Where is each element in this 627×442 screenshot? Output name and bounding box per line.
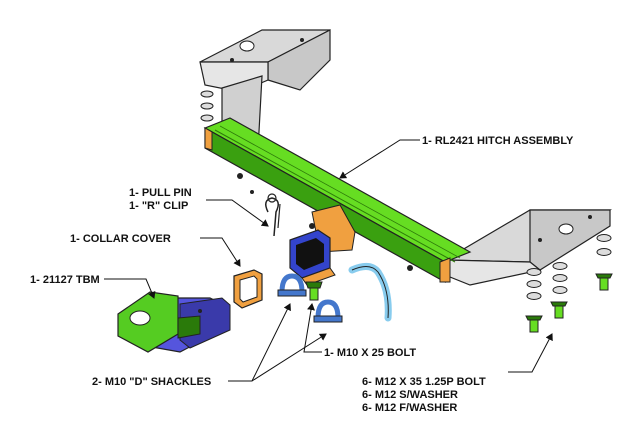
label-tbm: 1- 21127 TBM	[30, 274, 100, 286]
hitch-crossbar	[203, 117, 472, 284]
collar-cover	[233, 269, 263, 309]
safety-cable	[348, 263, 392, 322]
d-shackle-1	[277, 273, 307, 297]
m12-bolts	[525, 273, 613, 333]
tow-ball-mount	[117, 291, 231, 353]
label-pull-pin: 1- PULL PIN	[129, 187, 192, 199]
leader-lines	[104, 139, 553, 382]
pull-pin-r-clip	[265, 193, 281, 237]
label-collar-cover: 1- COLLAR COVER	[70, 233, 171, 245]
label-m12-f-washer: 6- M12 F/WASHER	[362, 402, 457, 414]
m10-bolt	[305, 281, 323, 301]
hitch-receiver	[289, 204, 356, 286]
right-washer-stack	[526, 234, 612, 300]
d-shackle-2	[313, 299, 343, 323]
small-fasteners	[237, 173, 413, 271]
label-hitch-assembly: 1- RL2421 HITCH ASSEMBLY	[422, 135, 574, 147]
left-washer-stack	[200, 90, 214, 122]
label-d-shackles: 2- M10 "D" SHACKLES	[92, 376, 211, 388]
label-m12-bolt: 6- M12 X 35 1.25P BOLT	[362, 376, 486, 388]
label-m12-s-washer: 6- M12 S/WASHER	[362, 389, 458, 401]
right-mounting-bracket	[442, 209, 613, 286]
label-m10-bolt: 1- M10 X 25 BOLT	[324, 347, 416, 359]
label-r-clip: 1- "R" CLIP	[129, 200, 188, 212]
